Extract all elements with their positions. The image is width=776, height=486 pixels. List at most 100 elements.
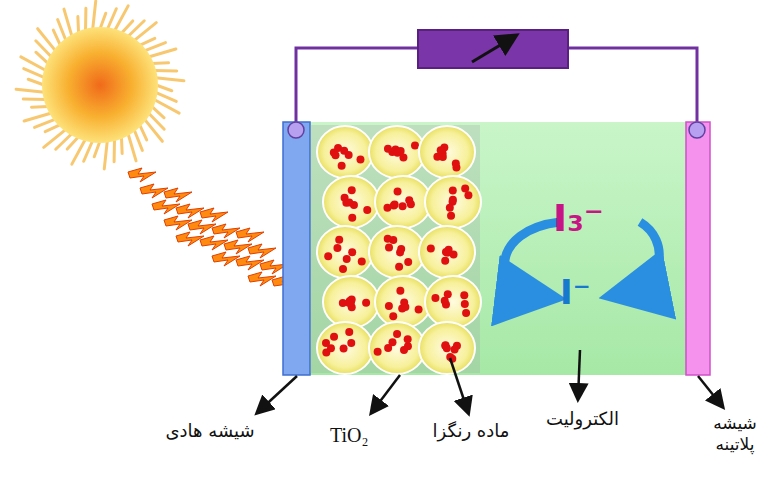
light-bolt <box>248 244 276 258</box>
dye-molecule <box>449 186 457 194</box>
dye-molecule <box>384 145 392 153</box>
light-bolt <box>176 204 204 218</box>
sun-ray <box>156 92 177 101</box>
sun-ray <box>154 69 177 72</box>
dye-molecule <box>415 305 423 313</box>
sun-ray <box>84 8 87 31</box>
dye-molecule <box>356 155 364 163</box>
sun-ray <box>24 113 51 121</box>
light-bolt <box>200 208 228 222</box>
dye-molecule <box>332 151 340 159</box>
tio2-particle <box>375 276 431 328</box>
dye-molecule <box>345 328 353 336</box>
dye-molecule <box>439 153 447 161</box>
sun-ray <box>156 85 172 91</box>
light-bolt <box>212 224 240 238</box>
dye-molecule <box>447 212 455 220</box>
sun-ray <box>100 13 106 29</box>
sun-ray <box>104 141 107 169</box>
tio2-particle <box>317 226 373 278</box>
tio2-particle <box>425 276 481 328</box>
tio2-particle <box>369 126 425 178</box>
sun-ray <box>53 30 60 45</box>
dye-molecule <box>324 252 332 260</box>
dye-molecule <box>383 204 391 212</box>
sun-ray <box>93 1 96 29</box>
sun-ray <box>121 21 132 33</box>
light-bolt <box>200 236 228 250</box>
light-bolt <box>128 168 156 182</box>
dye-molecule <box>358 257 366 265</box>
sun-ray <box>28 79 44 85</box>
dye-molecule <box>405 196 413 204</box>
sun-rays <box>16 1 184 169</box>
light-bolt <box>236 228 264 242</box>
dye-molecule <box>385 244 393 252</box>
leader-line <box>578 350 580 398</box>
dye-molecule <box>348 186 356 194</box>
iodide-label: I⁻ <box>560 272 591 312</box>
light-bolt <box>176 232 204 246</box>
tio2-particle <box>419 126 475 178</box>
dye-molecule <box>404 335 412 343</box>
dye-molecule <box>446 204 454 212</box>
sun-ray <box>148 49 175 57</box>
dye-molecule <box>397 147 405 155</box>
dye-molecule <box>451 346 459 354</box>
light-bolt <box>248 272 276 286</box>
tio2-particle <box>425 176 481 228</box>
sun-ray <box>24 69 45 78</box>
sun-ray <box>58 20 66 41</box>
dye-molecule <box>363 206 371 214</box>
sun-ray <box>64 9 72 36</box>
triiodide-label: I₃⁻ <box>553 196 604 240</box>
dye-molecule <box>333 244 341 252</box>
tio2-label: TiO₂ <box>330 424 369 447</box>
dye-molecule <box>396 248 404 256</box>
sun-ray <box>84 141 93 162</box>
dye-molecule <box>396 287 404 295</box>
dye-molecule <box>348 248 356 256</box>
light-bolt <box>236 256 264 270</box>
light-bolt <box>140 184 168 198</box>
conductive-glass <box>283 122 310 375</box>
light-bolt <box>212 252 240 266</box>
dye-molecule <box>374 348 382 356</box>
tio2-particle <box>323 276 379 328</box>
dye-molecule <box>450 251 458 259</box>
dye-molecule <box>339 265 347 273</box>
leader-line <box>698 376 722 406</box>
light-bolt <box>164 188 192 202</box>
dye-molecule <box>384 235 392 243</box>
dye-molecule <box>443 344 451 352</box>
dye-molecule <box>393 330 401 338</box>
dye-molecule <box>431 294 439 302</box>
dye-molecule <box>340 344 348 352</box>
sun-ray <box>45 125 60 132</box>
dye-molecule <box>339 299 347 307</box>
dye-molecule <box>411 141 419 149</box>
sun-ray <box>113 139 116 162</box>
sun-ray <box>23 98 46 101</box>
dye-molecule <box>385 302 393 310</box>
dye-molecule <box>442 248 450 256</box>
dye-molecule <box>400 346 408 354</box>
tio2-particle <box>323 176 379 228</box>
variable-arrow <box>472 38 512 62</box>
dye-molecule <box>441 257 449 265</box>
dye-molecule <box>347 339 355 347</box>
sun <box>42 27 158 143</box>
electrolyte-label: الکترولیت <box>535 408 630 429</box>
platinum-glass-label: شیشه پلاتینه <box>700 413 770 456</box>
sun-ray <box>67 137 78 149</box>
dye-molecule <box>389 312 397 320</box>
dye-molecule <box>330 333 338 341</box>
dye-molecule <box>343 255 351 263</box>
dye-molecule <box>437 146 445 154</box>
electrolyte <box>283 122 710 375</box>
sun-ray <box>128 133 136 160</box>
sun-ray <box>107 9 116 30</box>
dye-molecule <box>461 300 469 308</box>
conductive-glass-label: شیشه هادی <box>150 420 270 441</box>
